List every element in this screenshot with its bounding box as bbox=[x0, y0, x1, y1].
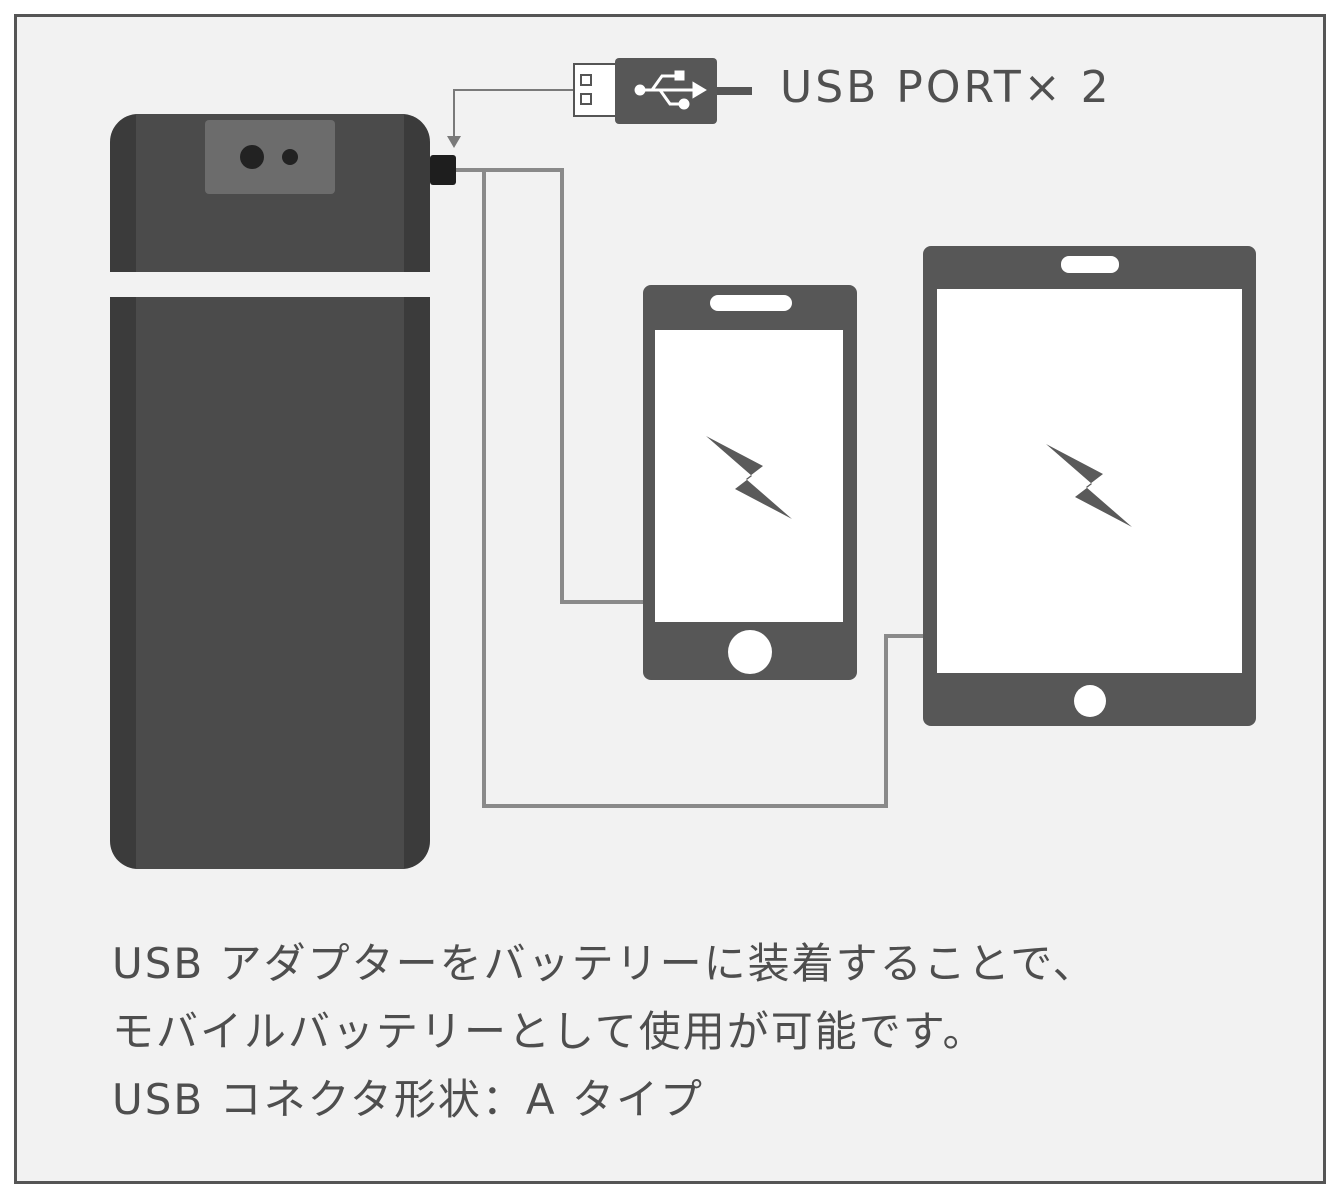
caption-line-2: モバイルバッテリーとして使用が可能です。 bbox=[112, 1007, 987, 1056]
usb-plug-icon bbox=[573, 58, 752, 124]
cable-to-tablet bbox=[482, 170, 925, 808]
smartphone-speaker bbox=[710, 295, 792, 311]
port-callout-arrow bbox=[447, 89, 575, 148]
indicator-light-large bbox=[240, 145, 264, 169]
charging-bolt-icon bbox=[1046, 444, 1132, 527]
battery-indicator-panel bbox=[205, 120, 335, 194]
cable-to-smartphone bbox=[456, 168, 645, 604]
charging-cables bbox=[456, 168, 925, 808]
usb-port-count-label: USB PORT× 2 bbox=[780, 62, 1112, 113]
caption-line-1: USB アダプターをバッテリーに装着することで、 bbox=[112, 939, 1097, 988]
usb-port-connector bbox=[430, 155, 456, 185]
usb-trident-icon bbox=[634, 70, 707, 110]
charging-bolt-icon bbox=[706, 436, 792, 519]
tablet-icon bbox=[923, 246, 1256, 726]
caption-line-3: USB コネクタ形状：A タイプ bbox=[112, 1075, 704, 1124]
description-caption: USB アダプターをバッテリーに装着することで、 モバイルバッテリーとして使用が… bbox=[112, 930, 1292, 1134]
smartphone-icon bbox=[643, 285, 857, 680]
tablet-home-button bbox=[1074, 685, 1106, 717]
smartphone-home-button bbox=[728, 630, 772, 674]
indicator-light-small bbox=[282, 149, 298, 165]
battery-pack-icon bbox=[110, 114, 456, 869]
tablet-speaker bbox=[1061, 256, 1119, 273]
